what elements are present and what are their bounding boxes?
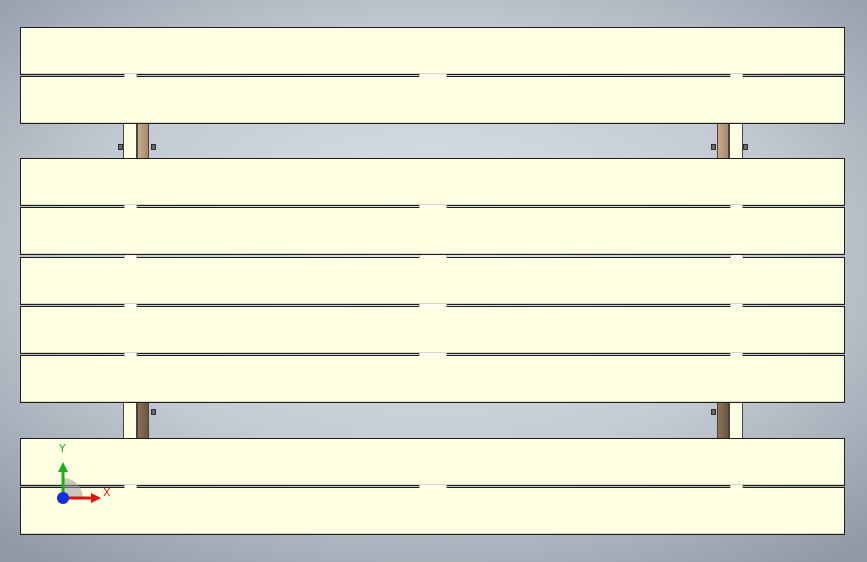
seam-tick xyxy=(730,485,743,488)
seam-tick xyxy=(419,74,447,77)
support-post-right-bottom xyxy=(729,402,743,440)
support-rail-left-top xyxy=(137,122,149,160)
support-rail-right-bottom xyxy=(717,402,729,440)
plank-6[interactable] xyxy=(20,306,845,354)
seam-tick xyxy=(730,353,743,356)
coordinate-triad-icon xyxy=(57,462,101,504)
support-rail-right-top xyxy=(717,122,729,160)
support-post-left-bottom xyxy=(123,402,137,440)
seam-tick xyxy=(419,304,447,307)
plank-1[interactable] xyxy=(20,27,845,75)
support-post-right-top xyxy=(729,122,743,160)
bolt-head-icon xyxy=(151,409,156,415)
bolt-head-icon xyxy=(711,409,716,415)
x-axis-label: X xyxy=(103,486,111,499)
bolt-head-icon xyxy=(711,144,716,150)
seam-tick xyxy=(730,74,743,77)
seam-tick xyxy=(124,74,137,77)
seam-tick xyxy=(730,304,743,307)
seam-tick xyxy=(124,353,137,356)
plank-8[interactable] xyxy=(20,438,845,486)
plank-7[interactable] xyxy=(20,355,845,403)
seam-tick xyxy=(419,205,447,208)
plank-4[interactable] xyxy=(20,207,845,255)
plank-2[interactable] xyxy=(20,76,845,124)
seam-tick xyxy=(419,485,447,488)
plank-5[interactable] xyxy=(20,257,845,305)
seam-tick xyxy=(124,304,137,307)
plank-3[interactable] xyxy=(20,158,845,206)
seam-tick xyxy=(124,205,137,208)
plank-9[interactable] xyxy=(20,487,845,535)
bolt-head-icon xyxy=(118,144,123,150)
seam-tick xyxy=(124,485,137,488)
support-post-left-top xyxy=(123,122,137,160)
bolt-head-icon xyxy=(151,144,156,150)
y-axis-label: Y xyxy=(59,442,66,455)
bolt-head-icon xyxy=(743,144,748,150)
seam-tick xyxy=(419,353,447,356)
seam-tick xyxy=(419,255,447,258)
seam-tick xyxy=(730,255,743,258)
seam-tick xyxy=(124,255,137,258)
seam-tick xyxy=(730,205,743,208)
support-rail-left-bottom xyxy=(137,402,149,440)
